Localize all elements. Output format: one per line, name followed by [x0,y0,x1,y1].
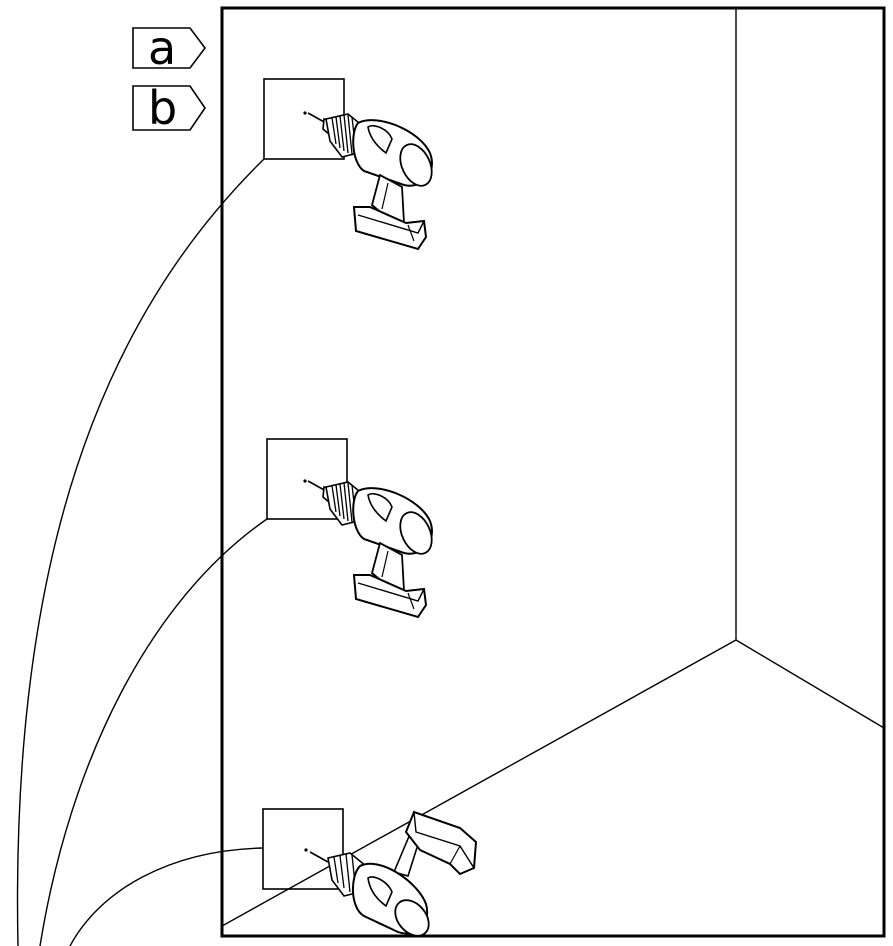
wall-panel [220,6,886,938]
drill-hole-marks [303,111,308,852]
step-label-b: b [132,81,206,135]
step-label-a: a [132,21,206,75]
drill-icon [307,480,439,618]
drill-icon [307,112,439,250]
detail-box-bottom [262,808,344,890]
svg-text:b: b [148,81,177,135]
detail-box-middle [266,438,348,520]
drill-icon [309,810,478,937]
leader-lines [16,158,268,946]
svg-text:a: a [148,21,176,75]
